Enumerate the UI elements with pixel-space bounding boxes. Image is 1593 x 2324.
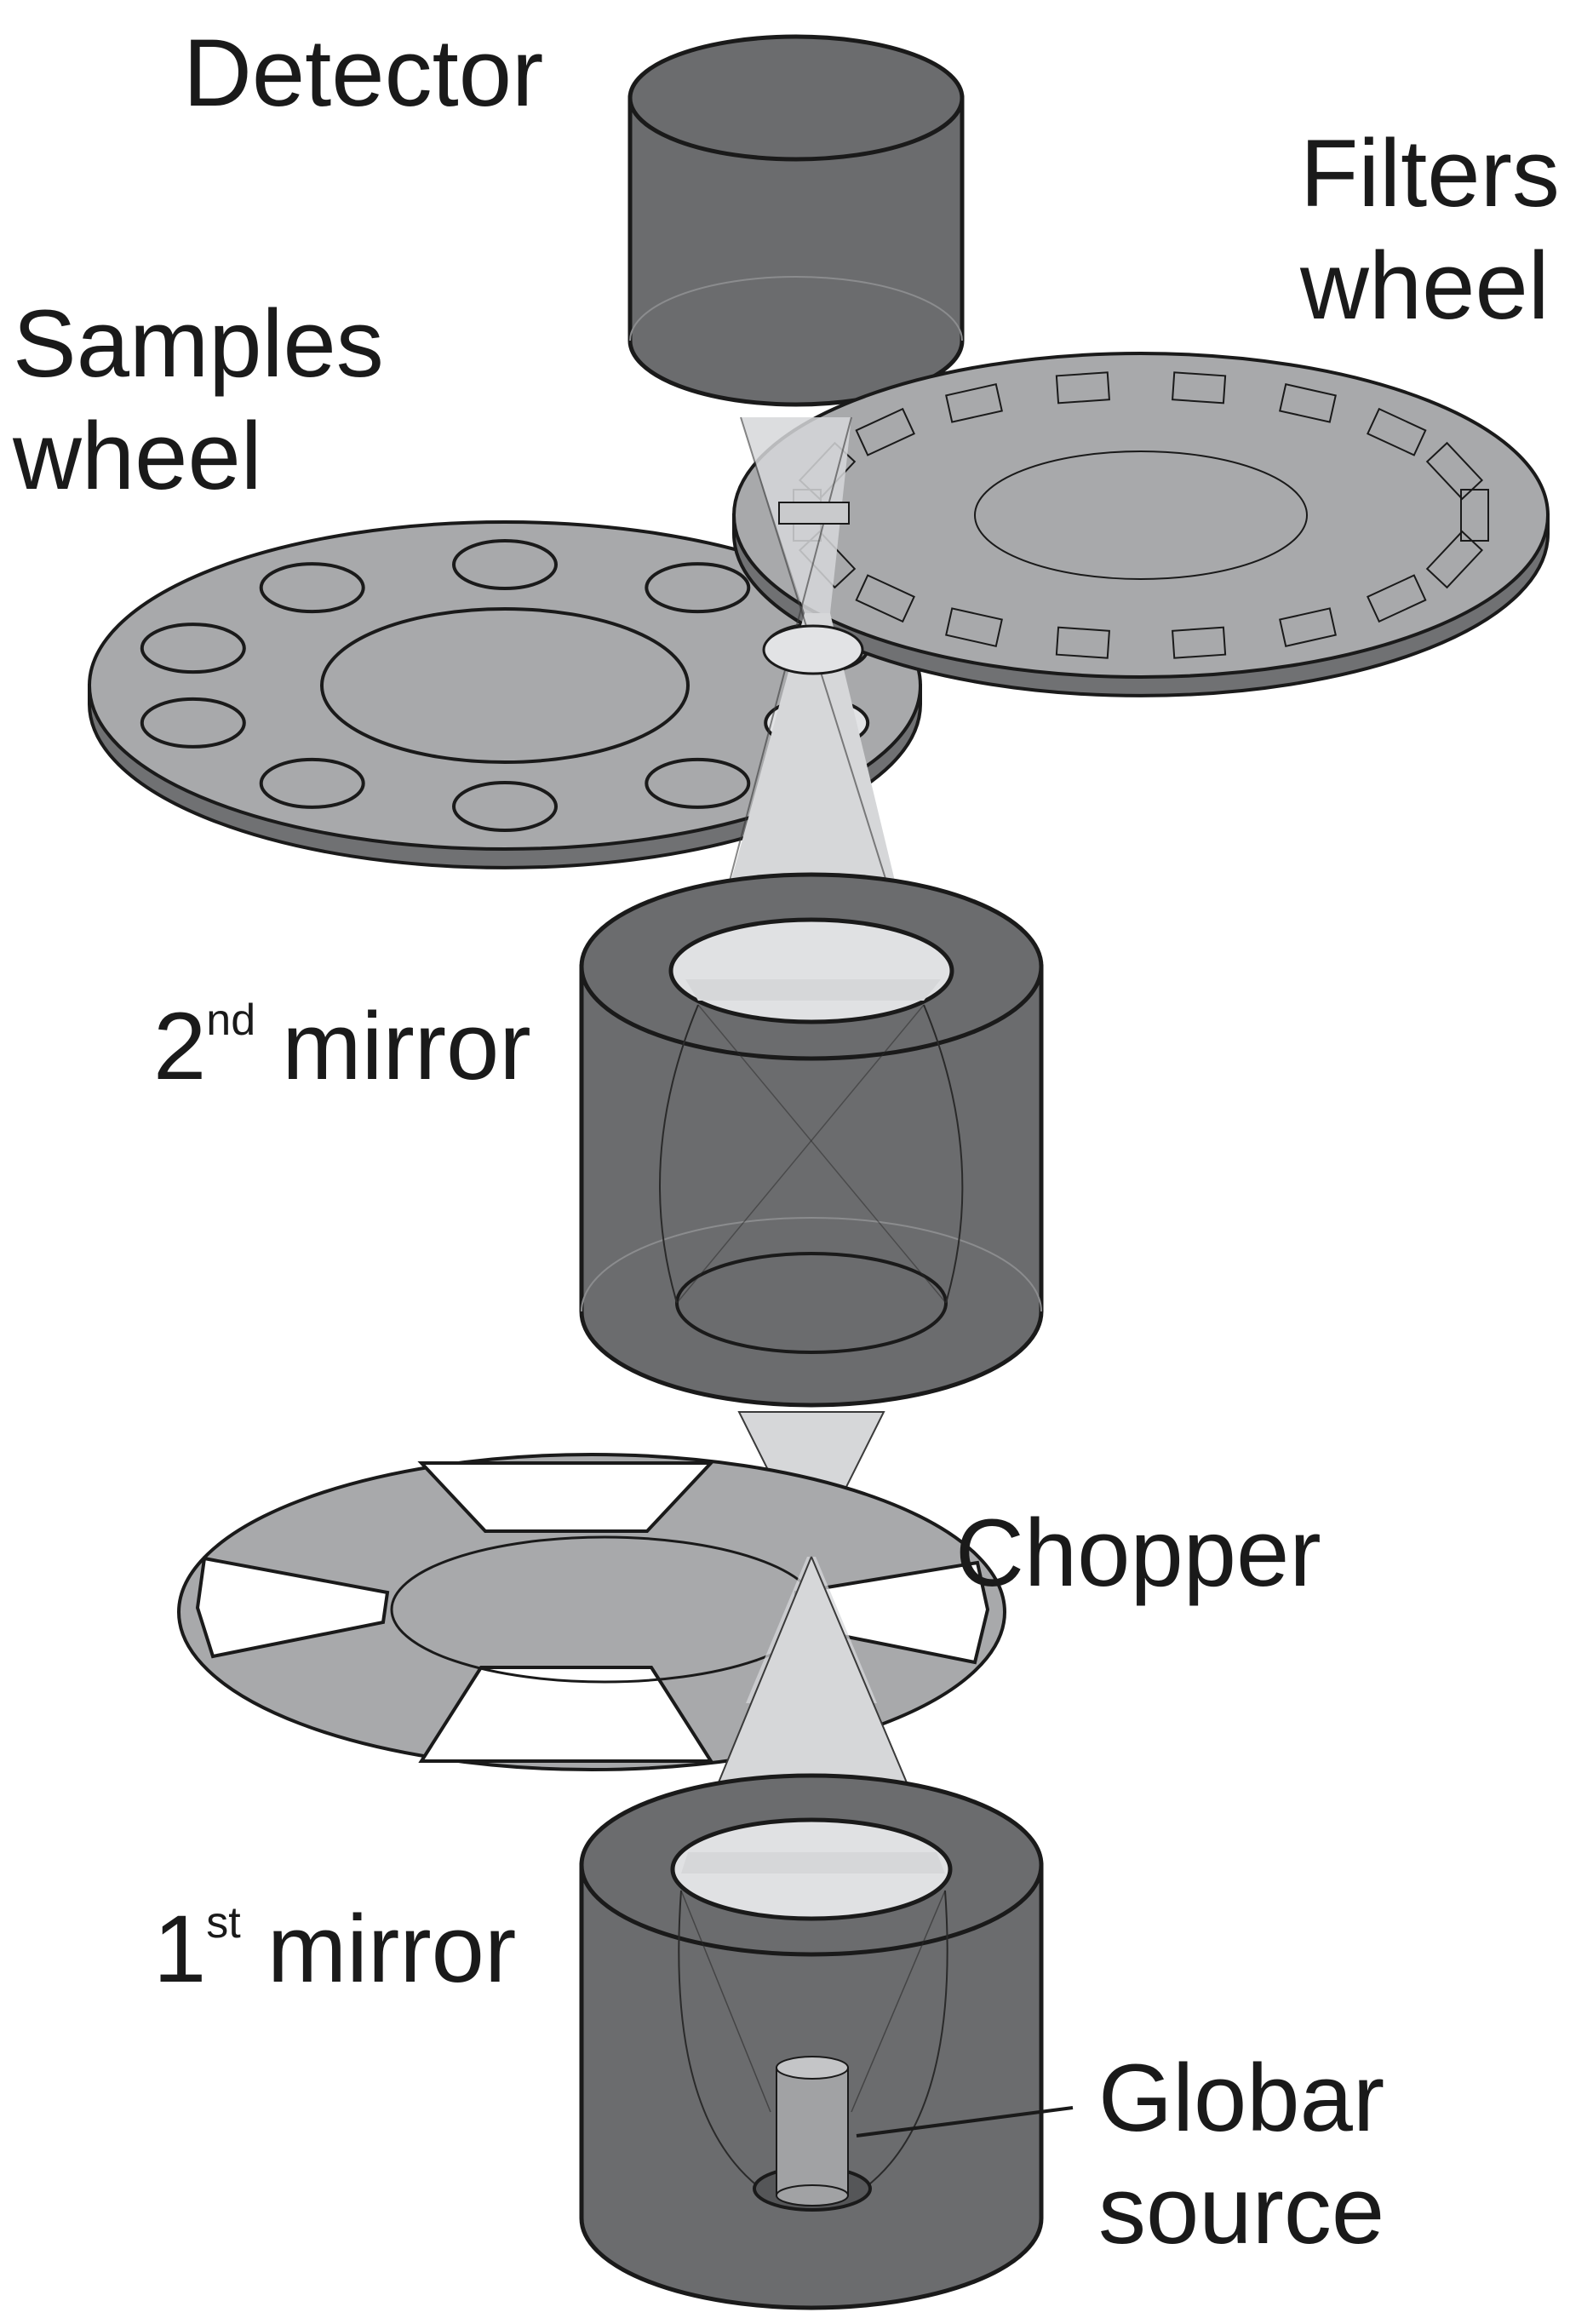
second-mirror-number: 2 [153, 993, 207, 1099]
sample-hole [140, 623, 246, 674]
filter-window [1172, 626, 1227, 659]
detector-label: Detector [183, 20, 544, 126]
sample-hole [140, 697, 246, 749]
sample-hole [452, 781, 558, 832]
first-mirror [579, 1773, 1044, 2310]
second-mirror-text: mirror [282, 993, 531, 1099]
filter-window [1055, 626, 1110, 659]
globar-source-label-line-2: source [1098, 2157, 1385, 2264]
second-mirror-label: 2nd mirror [153, 990, 531, 1121]
filters-wheel-label-line-2: wheel [1300, 232, 1550, 339]
filter-window [945, 607, 1003, 647]
filter-window [1425, 441, 1484, 501]
filter-window [1367, 574, 1427, 623]
sample-hole [259, 757, 365, 809]
filter-window [945, 383, 1003, 423]
globar-source-label-line-1: Globar [1098, 2045, 1385, 2151]
first-mirror-ordinal: st [206, 1898, 241, 1948]
filter-window [855, 407, 915, 456]
sample-hole [645, 562, 751, 614]
filter-window [1279, 383, 1337, 423]
chopper-label: Chopper [955, 1500, 1321, 1606]
samples-wheel-label-line-1: Samples [13, 290, 384, 397]
globar-source [776, 2056, 1074, 2206]
filter-window [1425, 530, 1484, 589]
filters-wheel [732, 352, 1550, 697]
first-mirror-label: 1st mirror [153, 1893, 516, 2023]
filter-window [1172, 371, 1227, 405]
globar-source-label: Globar source [1098, 2042, 1384, 2267]
samples-wheel-label: Samples wheel [13, 288, 384, 513]
first-mirror-number: 1 [153, 1896, 207, 2002]
sample-hole [259, 562, 365, 614]
filters-wheel-label: Filters wheel [1300, 118, 1560, 342]
second-mirror-ordinal: nd [206, 996, 256, 1045]
filter-window [1367, 407, 1427, 456]
globar-leader-line [856, 2106, 1074, 2138]
filters-wheel-label-line-1: Filters [1300, 120, 1560, 227]
filter-window [1460, 489, 1489, 542]
sample-hole [645, 757, 751, 809]
filter-window [1279, 607, 1337, 647]
detector [627, 34, 965, 407]
second-mirror [579, 872, 1044, 1408]
first-mirror-text: mirror [266, 1896, 517, 2002]
filter-window [1055, 371, 1110, 405]
filter-window [855, 574, 915, 623]
samples-wheel-label-line-2: wheel [13, 403, 262, 509]
sample-hole [452, 539, 558, 590]
